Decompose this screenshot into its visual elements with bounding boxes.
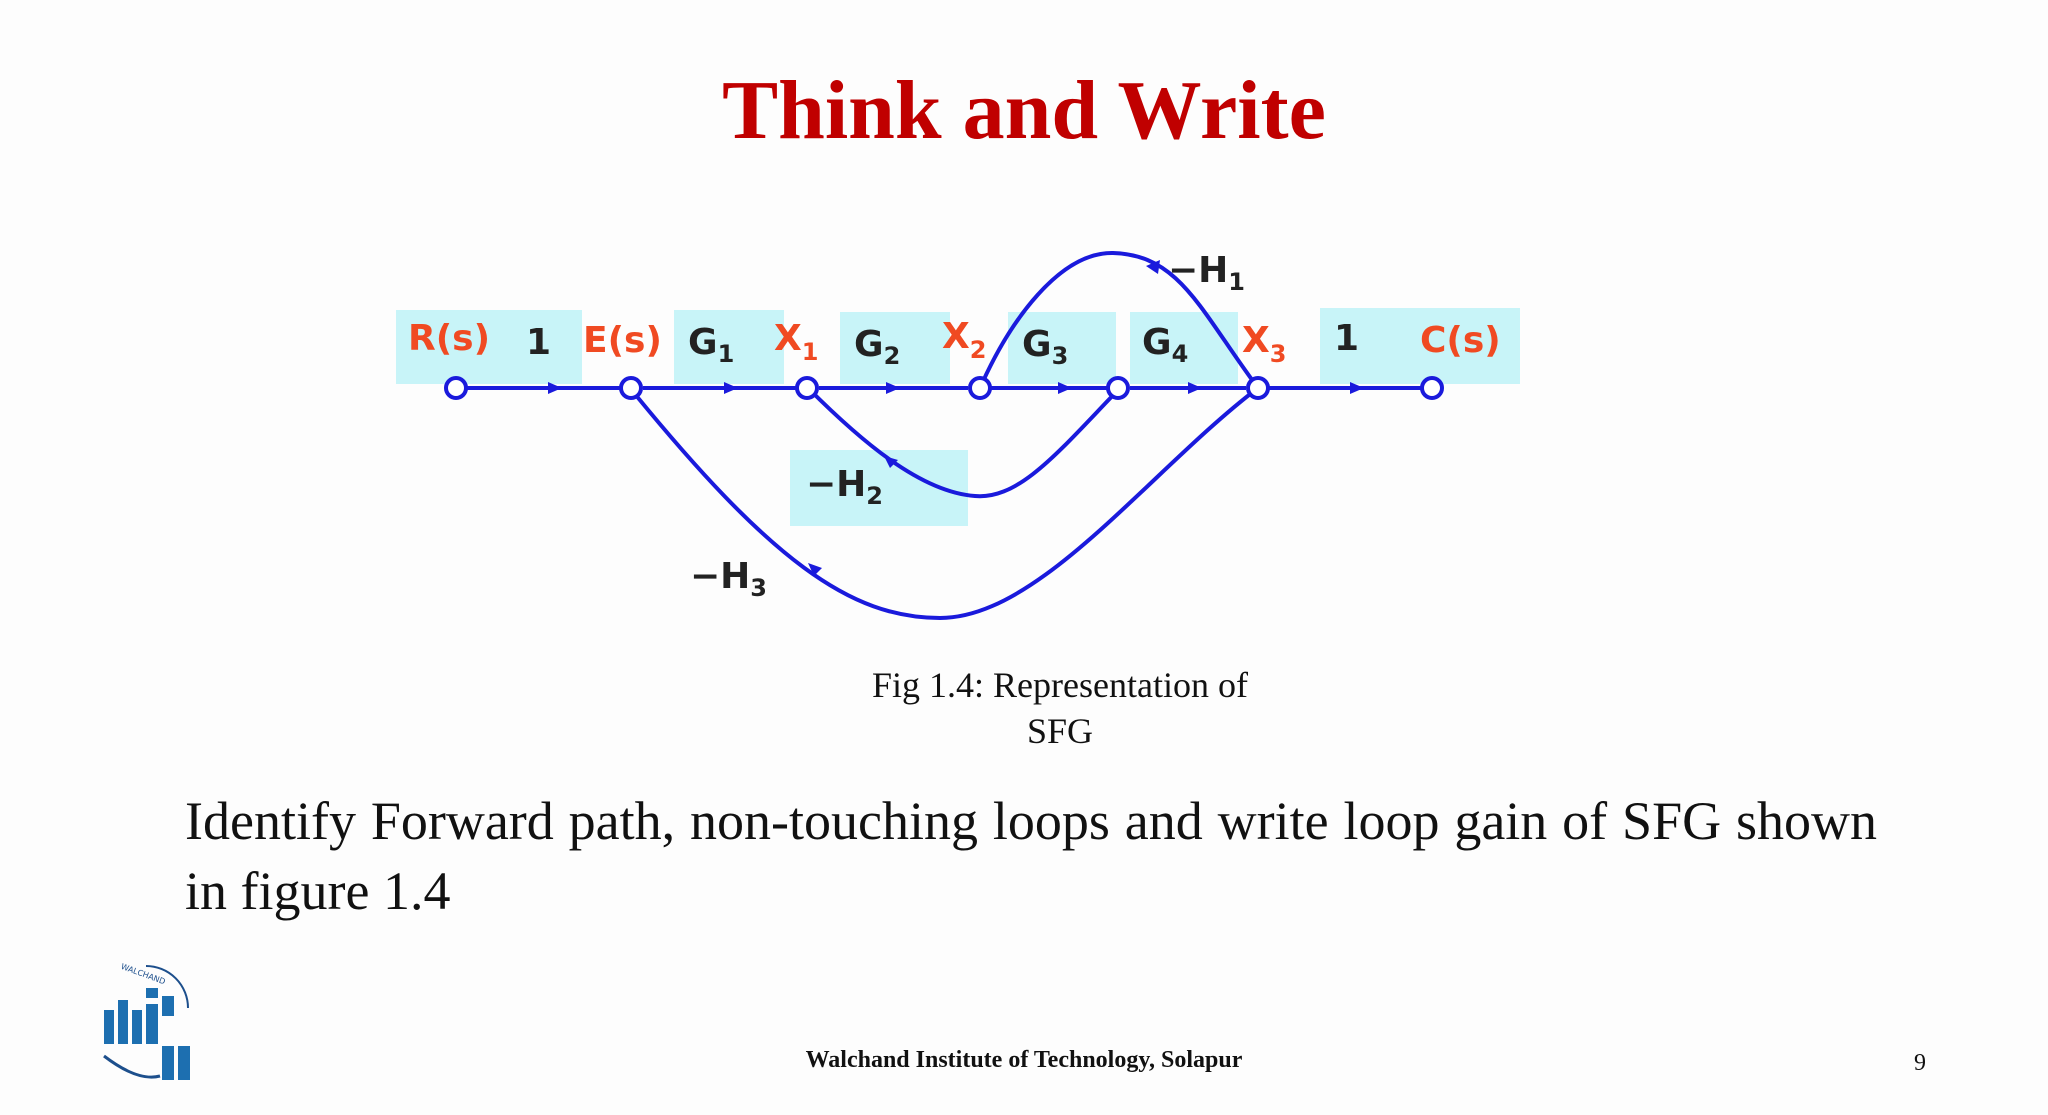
- gain-label-g2: G2: [854, 324, 900, 370]
- figure-caption: Fig 1.4: Representation of SFG: [780, 662, 1340, 754]
- node-x1: [795, 376, 819, 400]
- gain-label-g3: G3: [1022, 324, 1068, 370]
- page-number: 9: [1914, 1050, 1926, 1076]
- node-label-e: E(s): [583, 320, 662, 361]
- slide-title: Think and Write: [722, 64, 1326, 157]
- feedback-arrowheads: [808, 260, 1160, 576]
- node-label-x1: X1: [774, 318, 818, 366]
- caption-line-1: Fig 1.4: Representation of: [872, 665, 1248, 705]
- nodes: [444, 376, 1444, 400]
- wit-logo-icon: WALCHAND: [103, 962, 190, 1080]
- node-label-r: R(s): [408, 318, 490, 359]
- node-c: [1420, 376, 1444, 400]
- footer-institution: Walchand Institute of Technology, Solapu…: [805, 1047, 1243, 1073]
- node-label-x3: X3: [1242, 320, 1286, 368]
- node-r: [444, 376, 468, 400]
- gain-label-1-out: 1: [1334, 318, 1359, 359]
- node-x2b: [1106, 376, 1130, 400]
- feedback-branches: [628, 250, 1260, 621]
- gain-label-g4: G4: [1142, 322, 1188, 368]
- caption-line-2: SFG: [1026, 711, 1094, 751]
- node-label-x2: X2: [942, 316, 986, 364]
- node-e: [619, 376, 643, 400]
- label-highlights: [396, 308, 1520, 526]
- forward-arrowheads: [548, 382, 1364, 394]
- feedback-label-h1: −H1: [1168, 250, 1245, 296]
- node-label-c: C(s): [1420, 320, 1501, 361]
- feedback-label-h3: −H3: [690, 556, 767, 602]
- feedback-h1: [978, 250, 1260, 390]
- gain-label-1: 1: [526, 322, 551, 363]
- gain-label-g1: G1: [688, 322, 734, 368]
- svg-text:WALCHAND: WALCHAND: [120, 962, 167, 986]
- feedback-h2: [806, 386, 1122, 499]
- node-x3: [1246, 376, 1270, 400]
- feedback-label-h2: −H2: [806, 464, 883, 510]
- feedback-h3: [628, 386, 1260, 621]
- node-x2: [968, 376, 992, 400]
- question-text: Identify Forward path, non-touching loop…: [185, 791, 1877, 921]
